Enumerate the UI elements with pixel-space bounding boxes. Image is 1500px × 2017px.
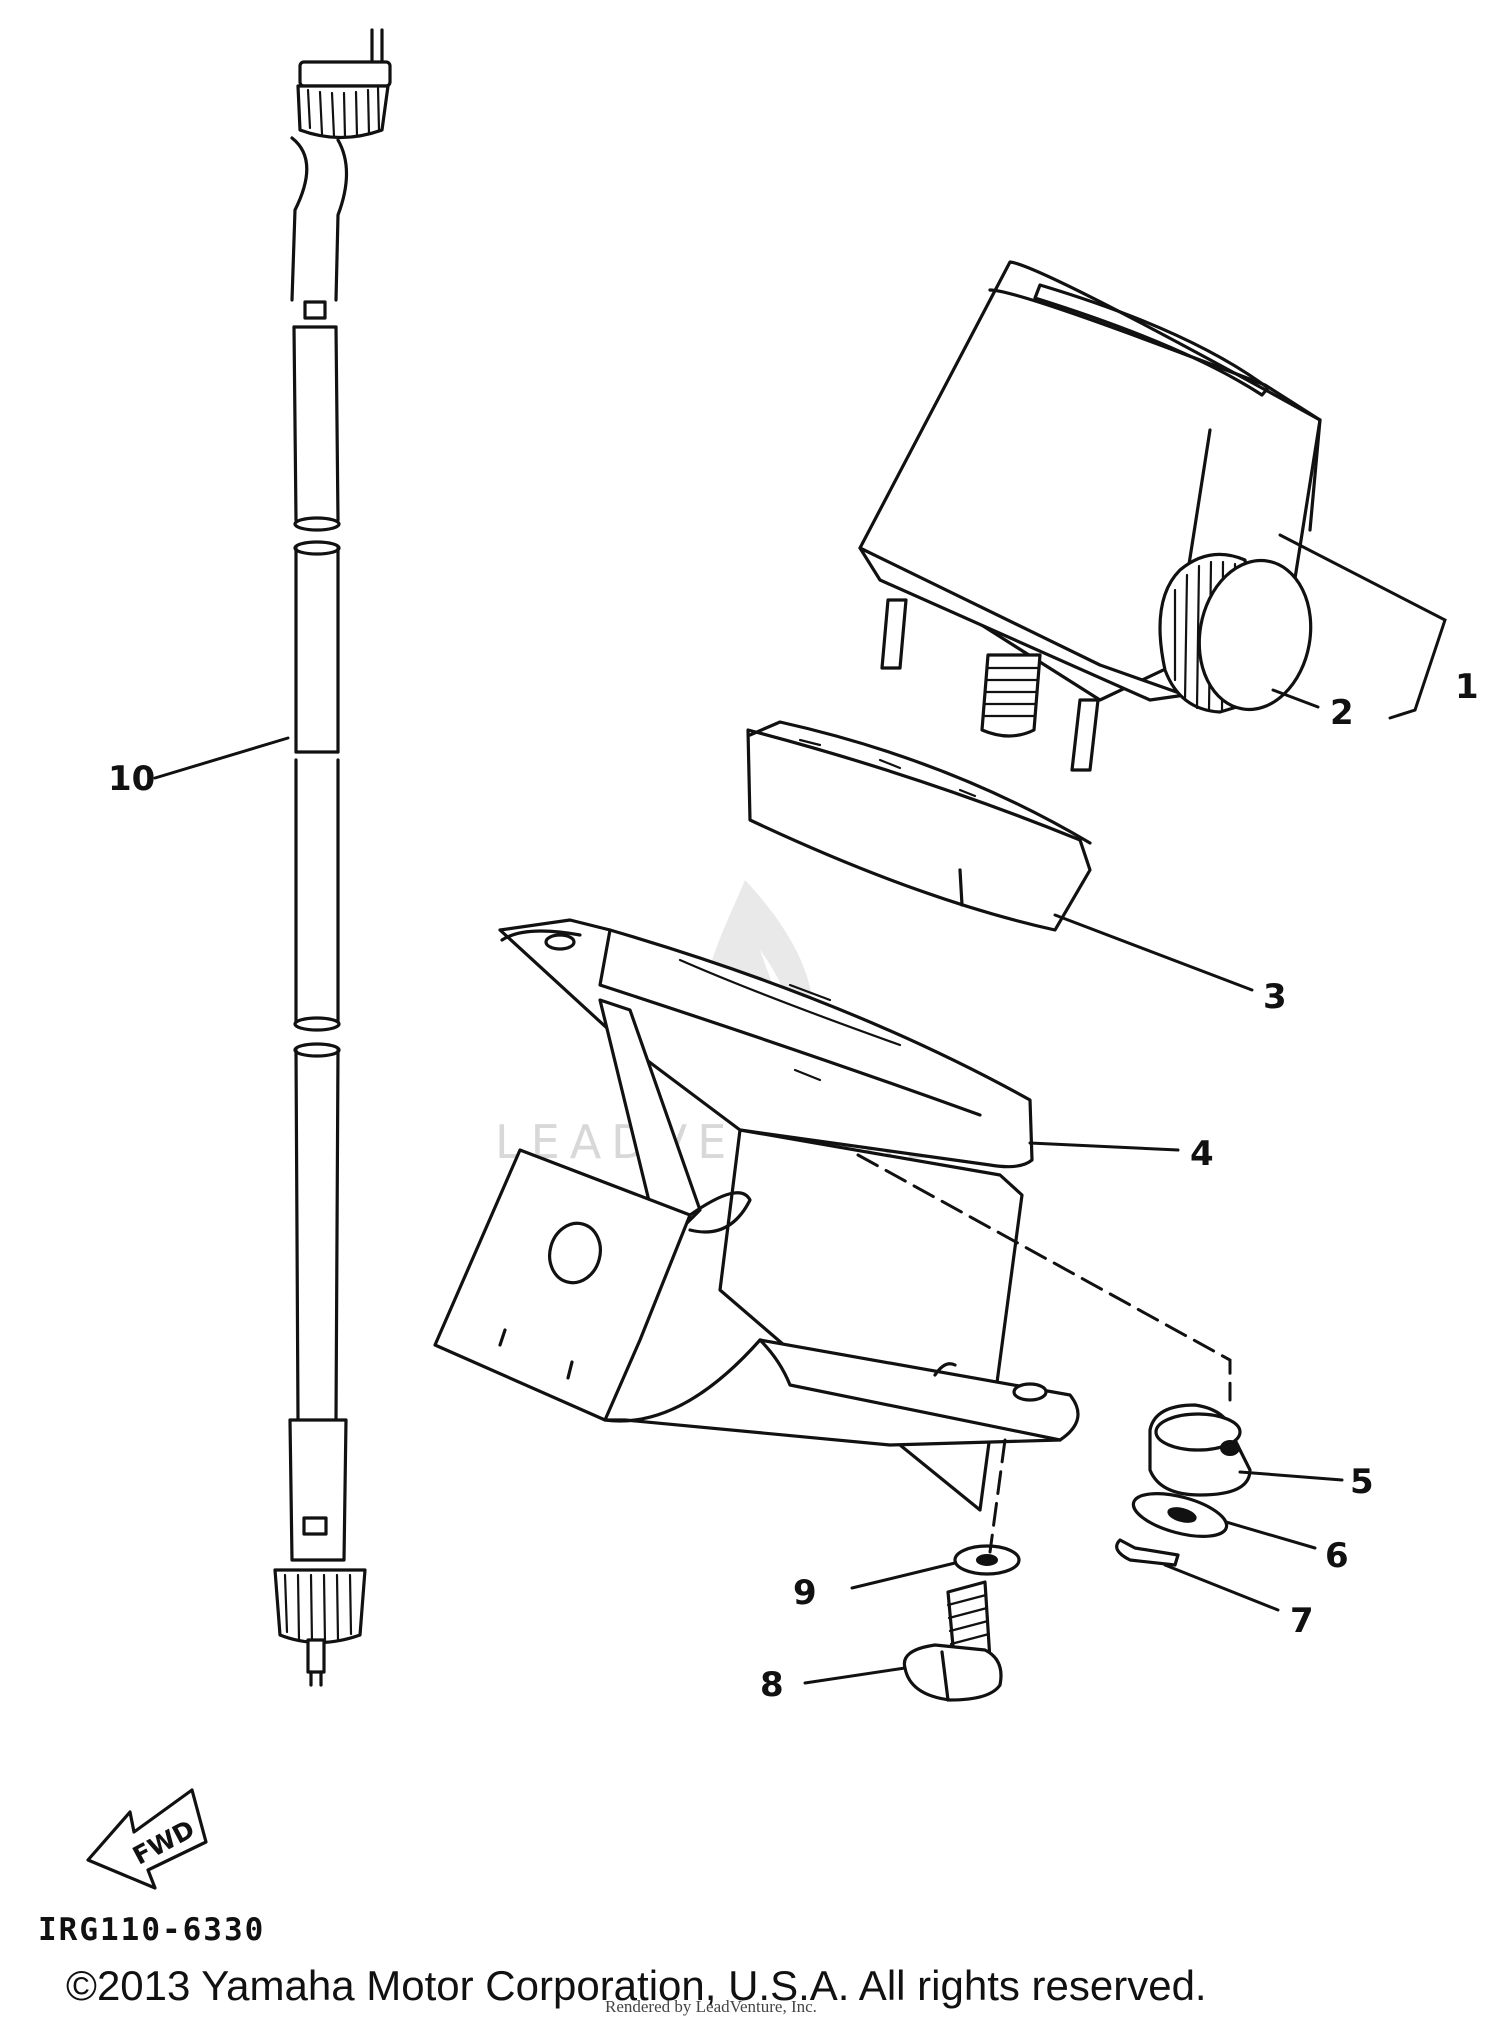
callout-2: 2 (1330, 693, 1354, 733)
callout-6: 6 (1325, 1536, 1349, 1576)
fwd-arrow-icon: FWD (86, 1788, 208, 1890)
part-3-damper (746, 720, 1092, 932)
callout-3: 3 (1263, 977, 1287, 1017)
part-8-bolt (902, 1580, 1003, 1702)
callout-8: 8 (760, 1665, 784, 1705)
rendered-by: Rendered by LeadVenture, Inc. (605, 1997, 817, 2016)
callouts: 1 2 3 4 5 6 7 8 9 10 (108, 667, 1479, 1705)
part-2-knob (1158, 552, 1313, 714)
callout-5: 5 (1350, 1462, 1374, 1502)
leader-lines (153, 533, 1447, 1685)
part-7-clip (1115, 1538, 1180, 1567)
callout-9: 9 (793, 1573, 817, 1613)
callout-1: 1 (1455, 667, 1479, 707)
copyright-notice: ©2013 Yamaha Motor Corporation, U.S.A. A… (66, 1962, 1207, 2009)
part-5-grommet (1148, 1403, 1252, 1497)
callout-4: 4 (1190, 1134, 1214, 1174)
part-10-speedometer-cable (273, 28, 392, 1687)
part-4-bracket (433, 918, 1080, 1512)
callout-10: 10 (108, 759, 155, 799)
diagram-code: IRG110-6330 (38, 1912, 265, 1948)
part-9-washer (953, 1544, 1021, 1576)
assembly-lines (856, 1153, 1232, 1554)
callout-7: 7 (1290, 1601, 1314, 1641)
part-6-washer (1131, 1492, 1229, 1538)
